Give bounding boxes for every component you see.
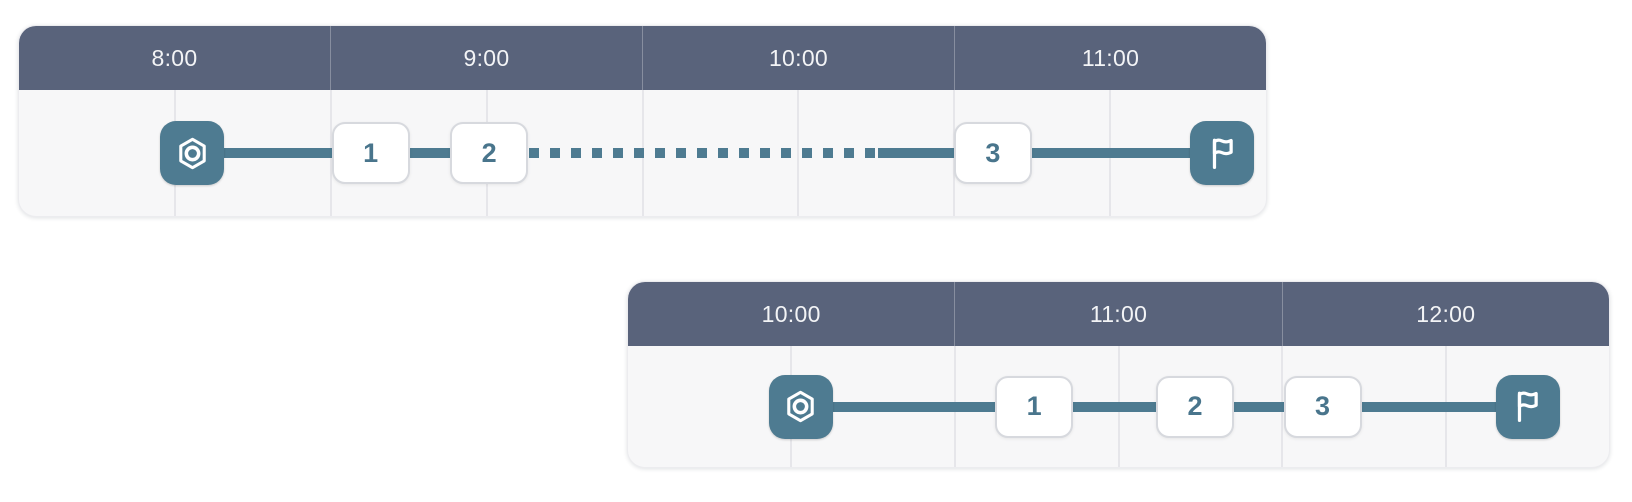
hour-label: 11:00	[1081, 44, 1140, 71]
nut-hexagon-icon	[179, 137, 206, 169]
route-stop-3[interactable]: 3	[953, 122, 1032, 184]
stop-number: 2	[481, 137, 497, 168]
route-start-button[interactable]	[160, 121, 225, 185]
hour-cell: 11:00	[954, 282, 1281, 346]
stop-number: 1	[363, 137, 379, 168]
hour-cell: 9:00	[330, 26, 642, 90]
route-segment-dotted	[529, 148, 879, 158]
hour-cell: 12:00	[1281, 282, 1609, 346]
route-start-button[interactable]	[768, 374, 833, 439]
flag-icon	[1517, 391, 1538, 422]
hour-label: 9:00	[463, 44, 510, 71]
route-stop-2[interactable]: 2	[450, 122, 529, 184]
route-end-button[interactable]	[1190, 121, 1255, 185]
timeline-card-2: 10:00 11:00 12:00 1 2 3	[627, 281, 1610, 468]
hour-label: 10:00	[761, 300, 821, 327]
hour-cell: 8:00	[19, 26, 330, 90]
timeline-hours-header: 8:00 9:00 10:00 11:00	[19, 26, 1266, 90]
timeline-track: 1 2 3	[628, 346, 1609, 467]
route-stop-2[interactable]: 2	[1156, 375, 1235, 438]
hour-label: 8:00	[151, 44, 198, 71]
hour-label: 10:00	[768, 44, 829, 71]
stop-number: 2	[1187, 391, 1203, 421]
route-stop-3[interactable]: 3	[1283, 375, 1362, 438]
timeline-card-1: 8:00 9:00 10:00 11:00 1 2 3	[18, 25, 1267, 217]
timeline-track: 1 2 3	[19, 90, 1266, 216]
hour-cell: 11:00	[954, 26, 1266, 90]
route-end-button[interactable]	[1495, 374, 1560, 439]
stop-number: 1	[1026, 391, 1042, 421]
route-stop-1[interactable]: 1	[995, 375, 1074, 438]
flag-icon	[1212, 137, 1233, 169]
stop-number: 3	[1315, 391, 1331, 421]
stop-number: 3	[985, 137, 1001, 168]
hour-cell: 10:00	[642, 26, 954, 90]
hour-cell: 10:00	[628, 282, 954, 346]
route-stop-1[interactable]: 1	[331, 122, 410, 184]
nut-hexagon-icon	[787, 390, 814, 423]
hour-label: 11:00	[1089, 300, 1148, 327]
timeline-hours-header: 10:00 11:00 12:00	[628, 282, 1609, 346]
route-segment-solid	[878, 148, 1223, 158]
hour-label: 12:00	[1416, 300, 1476, 327]
